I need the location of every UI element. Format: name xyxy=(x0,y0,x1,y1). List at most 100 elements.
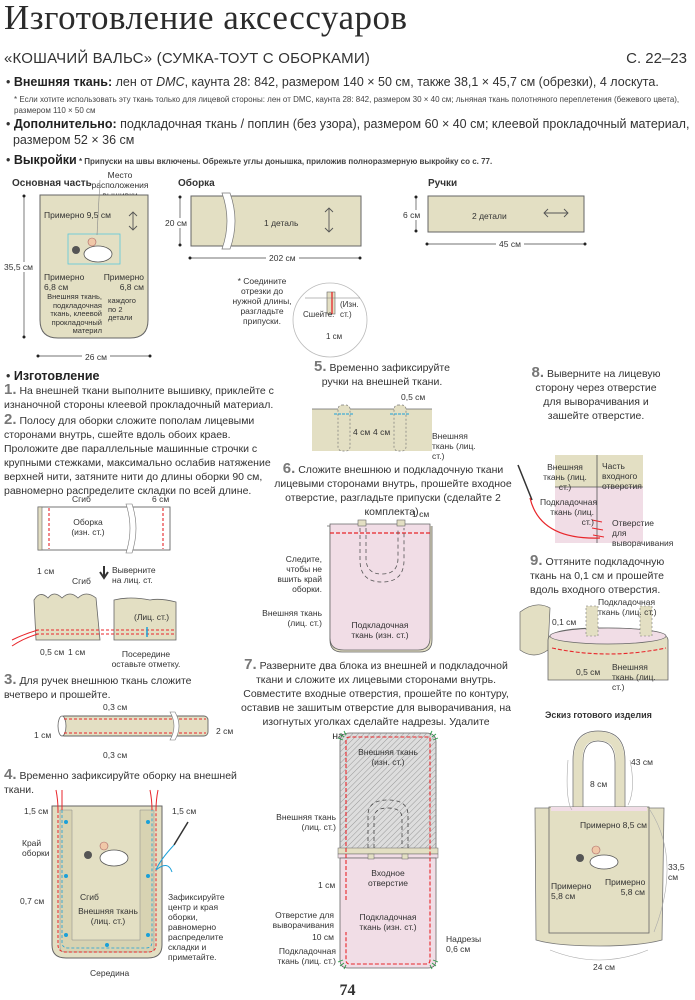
fig9-half-cm: 0,5 см xyxy=(576,667,601,677)
needle-icon xyxy=(173,821,189,846)
step-2-number: 2. xyxy=(4,411,17,428)
fig2-fold2-label: Сгиб xyxy=(72,576,91,586)
step-2-text: Полосу для оборки сложите пополам лицевы… xyxy=(4,415,271,497)
fig4-outer-fabric: Внешняя ткань (лиц. ст.) xyxy=(78,906,138,926)
sketch-approx-top: Примерно 8,5 см xyxy=(580,820,647,830)
fig8-lining: Подкладочная ткань (лиц. ст.) xyxy=(540,497,598,527)
notch-marks-icon xyxy=(337,730,439,970)
fig2-one-cm-b: 1 см xyxy=(68,647,86,657)
ruffle-width-dim: 202 см xyxy=(266,253,299,263)
fig3-bottom-dim: 0,3 см xyxy=(103,750,128,760)
fig4-middle: Середина xyxy=(90,968,130,978)
step-6-number: 6. xyxy=(282,460,296,477)
fig2-right-side: (Лиц. ст.) xyxy=(134,612,170,622)
step-6-text: Сложите внешнюю и подкладочную ткани лиц… xyxy=(274,464,512,518)
fig8-opening-part: Часть входного отверстия xyxy=(602,461,642,491)
fig5-four-cm-a: 4 см xyxy=(353,427,371,437)
extra-text-2: размером 52 × 36 см xyxy=(12,133,135,147)
step-4-number: 4. xyxy=(4,766,17,783)
lining-fabric-half xyxy=(339,857,437,969)
handle-piece-shape xyxy=(427,195,585,233)
ruffle-join-note: * Соедините отрезки до нужной длины, раз… xyxy=(232,276,292,326)
note-line-2: размером 110 × 50 см xyxy=(14,106,96,115)
step-1-number: 1. xyxy=(4,381,17,398)
fig6-careful-note: Следите, чтобы не вшить край оборки. xyxy=(277,554,322,594)
ruffle-grainline-icon xyxy=(324,207,334,233)
fig2-half-cm: 0,5 см xyxy=(40,647,65,657)
grainline-arrow-icon xyxy=(128,211,138,231)
step-1-text: На внешней ткани выполните вышивку, прик… xyxy=(4,385,274,411)
main-materials: Внешняя ткань, подкладочная ткань, клеев… xyxy=(47,292,102,335)
step-8: 8. Выверните на лицевую сторону через от… xyxy=(526,364,666,423)
note-line-1: * Если хотите использовать эту ткань тол… xyxy=(14,95,680,104)
step-3-text: Для ручек внешнюю ткань сложите вчетверо… xyxy=(4,675,192,701)
main-approx-left: Примерно 6,8 см xyxy=(44,272,85,292)
step-3: 3. Для ручек внешнюю ткань сложите вчетв… xyxy=(4,671,204,702)
page-title: Изготовление аксессуаров xyxy=(4,0,408,37)
sketch-header: Эскиз готового изделия xyxy=(545,710,652,720)
fig7-ten-cm: 10 см xyxy=(312,932,334,942)
step-9-text: Оттяните подкладочную ткань на 0,1 см и … xyxy=(530,556,665,596)
fig8-outer: Внешняя ткань (лиц. ст.) xyxy=(543,462,587,492)
fig2-mark-note: Посередине оставьте отметку. xyxy=(111,649,181,669)
ruffle-wrong-side: (Изн. ст.) xyxy=(340,300,359,319)
fig7-outer-wrong: Внешняя ткань (изн. ст.) xyxy=(358,747,418,767)
ruffle-pieces: 1 деталь xyxy=(264,218,299,228)
materials-extra: • Дополнительно: подкладочная ткань / по… xyxy=(6,117,690,147)
step-7-number: 7. xyxy=(244,656,257,673)
sketch-width: 24 см xyxy=(593,962,615,972)
outer-fabric-rest: , каунта 28: 842, размером 140 × 50 см, … xyxy=(184,75,659,89)
fig7-lining-wrong: Подкладочная ткань (изн. ст.) xyxy=(359,912,417,932)
fig5-four-cm-b: 4 см xyxy=(373,427,391,437)
outer-fabric-brand: DMC xyxy=(156,75,185,89)
extra-text: подкладочная ткань / поплин (без узора),… xyxy=(116,117,690,131)
materials-patterns: • Выкройки * Припуски на швы включены. О… xyxy=(6,153,493,167)
fig4-right-margin: 1,5 см xyxy=(172,806,197,816)
fig7-notches: Надрезы 0,6 см xyxy=(446,934,482,954)
ruffle-height-dim: 20 см xyxy=(165,218,187,228)
step-4-text: Временно зафиксируйте оборку на внешней … xyxy=(4,770,237,796)
fig7-outer-right: Внешняя ткань (лиц. ст.) xyxy=(276,812,336,832)
handles-header: Ручки xyxy=(428,178,458,189)
step-3-number: 3. xyxy=(4,671,17,688)
ruffle-sew-label: Сшейте. xyxy=(303,310,335,319)
sketch-handle-length: 43 см xyxy=(631,757,653,767)
step-4: 4. Временно зафиксируйте оборку на внешн… xyxy=(4,766,254,797)
fig9-lining: Подкладочная ткань (лиц. ст.) xyxy=(598,597,657,617)
fig3-left-dim: 1 см xyxy=(34,730,52,740)
girl-cat-embroidery-icon xyxy=(576,845,619,870)
fig3-top-dim: 0,3 см xyxy=(103,702,128,712)
materials-note: * Если хотите использовать эту ткань тол… xyxy=(14,94,694,116)
handle-pieces: 2 детали xyxy=(472,211,507,221)
project-subtitle: «КОШАЧИЙ ВАЛЬС» (СУМКА-ТОУТ С ОБОРКАМИ) xyxy=(4,50,371,67)
patterns-note: * Припуски на швы включены. Обрежьте угл… xyxy=(76,157,493,166)
bag-handle-shape xyxy=(573,731,625,808)
girl-cat-embroidery-icon xyxy=(84,841,129,867)
outer-fabric-label: Внешняя ткань: xyxy=(13,75,113,89)
handle-height-dim: 6 см xyxy=(403,210,421,220)
step-9: 9. Оттяните подкладочную ткань на 0,1 см… xyxy=(530,552,670,597)
fig5-half-cm: 0,5 см xyxy=(401,392,426,402)
step-8-number: 8. xyxy=(531,364,545,381)
main-piece-header: Основная часть xyxy=(12,178,92,189)
fig2-six-cm: 6 см xyxy=(152,494,170,504)
step-9-number: 9. xyxy=(530,552,543,569)
fig9-outer: Внешняя ткань (лиц. ст.) xyxy=(612,662,656,692)
sketch-handle-gap: 8 см xyxy=(590,779,608,789)
fig6-one-cm: 1 см xyxy=(412,509,430,519)
fig2-turn-label: Выверните на лиц. ст. xyxy=(112,565,156,585)
fig2-ruffle-label: Оборка (изн. ст.) xyxy=(71,517,105,537)
main-approx-top: Примерно 9,5 см xyxy=(44,210,111,220)
turn-arrow-icon xyxy=(99,566,109,580)
girl-cat-embroidery-icon xyxy=(72,237,113,263)
fig4-left-margin: 1,5 см xyxy=(24,806,49,816)
